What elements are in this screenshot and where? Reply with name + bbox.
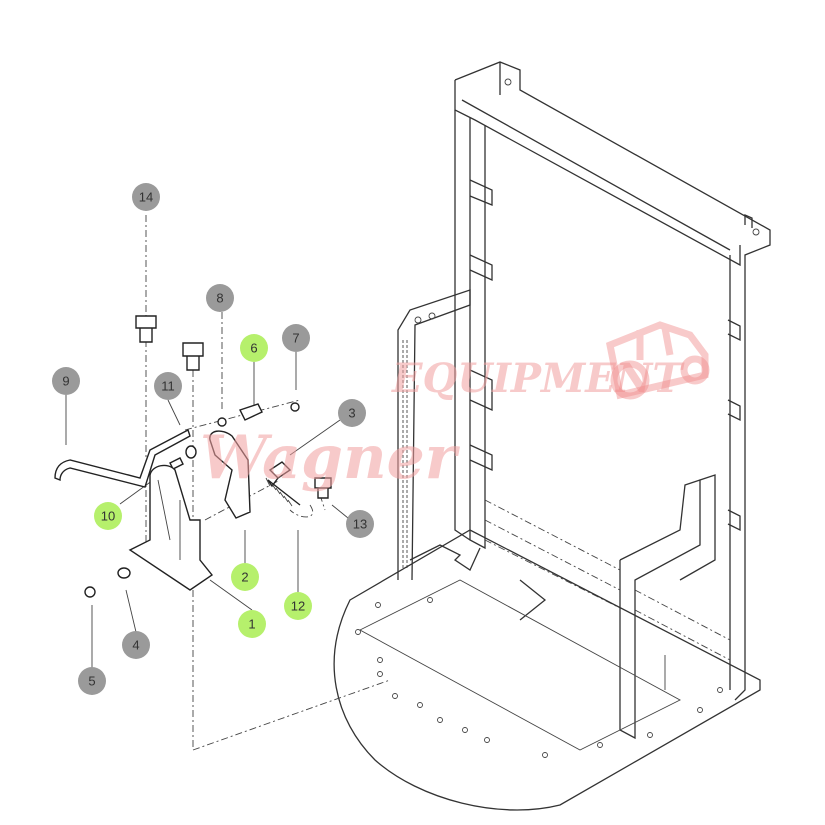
callout-5[interactable]: 5 [78,667,106,695]
callout-2[interactable]: 2 [231,563,259,591]
shoulder-bolt-6 [239,403,263,421]
callout-6[interactable]: 6 [240,334,268,362]
bolt-3 [267,461,292,488]
svg-text:2: 2 [241,570,248,585]
nut-8 [217,417,227,427]
plate-holes [355,597,723,758]
callout-11[interactable]: 11 [154,372,182,400]
callouts: 1 2 3 4 5 6 7 8 9 10 11 12 13 14 [52,183,374,695]
callout-13[interactable]: 13 [346,510,374,538]
svg-text:14: 14 [139,190,153,205]
callout-10[interactable]: 10 [94,502,122,530]
nut-5 [84,586,96,598]
svg-text:3: 3 [348,406,355,421]
watermark-brand: Wagner [200,423,461,493]
svg-text:9: 9 [62,374,69,389]
parts [54,315,332,598]
latch-rod-9 [54,428,191,488]
bolt-13 [314,477,332,499]
svg-text:4: 4 [132,638,139,653]
svg-text:11: 11 [161,379,175,394]
svg-text:5: 5 [88,674,95,689]
svg-text:10: 10 [101,509,115,524]
callout-7[interactable]: 7 [282,324,310,352]
bracket-1 [128,464,214,591]
callout-14[interactable]: 14 [132,183,160,211]
washer-4 [117,567,131,579]
callout-4[interactable]: 4 [122,631,150,659]
tractor-icon [605,321,710,400]
svg-text:8: 8 [216,291,223,306]
svg-text:12: 12 [291,599,305,614]
bolt-8 [182,342,204,371]
callout-12[interactable]: 12 [284,592,312,620]
watermark-logo: Wagner EQUIPMENT [200,321,710,493]
callout-8[interactable]: 8 [206,284,234,312]
callout-9[interactable]: 9 [52,367,80,395]
callout-3[interactable]: 3 [338,399,366,427]
svg-text:7: 7 [292,331,299,346]
bolt-14 [135,315,157,343]
watermark-word: EQUIPMENT [391,355,685,402]
svg-text:13: 13 [353,517,367,532]
latch-plate-2 [209,430,251,519]
leader-lines [65,215,391,751]
svg-text:1: 1 [248,617,255,632]
nut-7 [290,402,300,412]
seat-frame [333,61,771,811]
callout-1[interactable]: 1 [238,610,266,638]
washer-11 [185,445,197,459]
svg-text:6: 6 [250,341,257,356]
spring-12 [267,479,301,506]
